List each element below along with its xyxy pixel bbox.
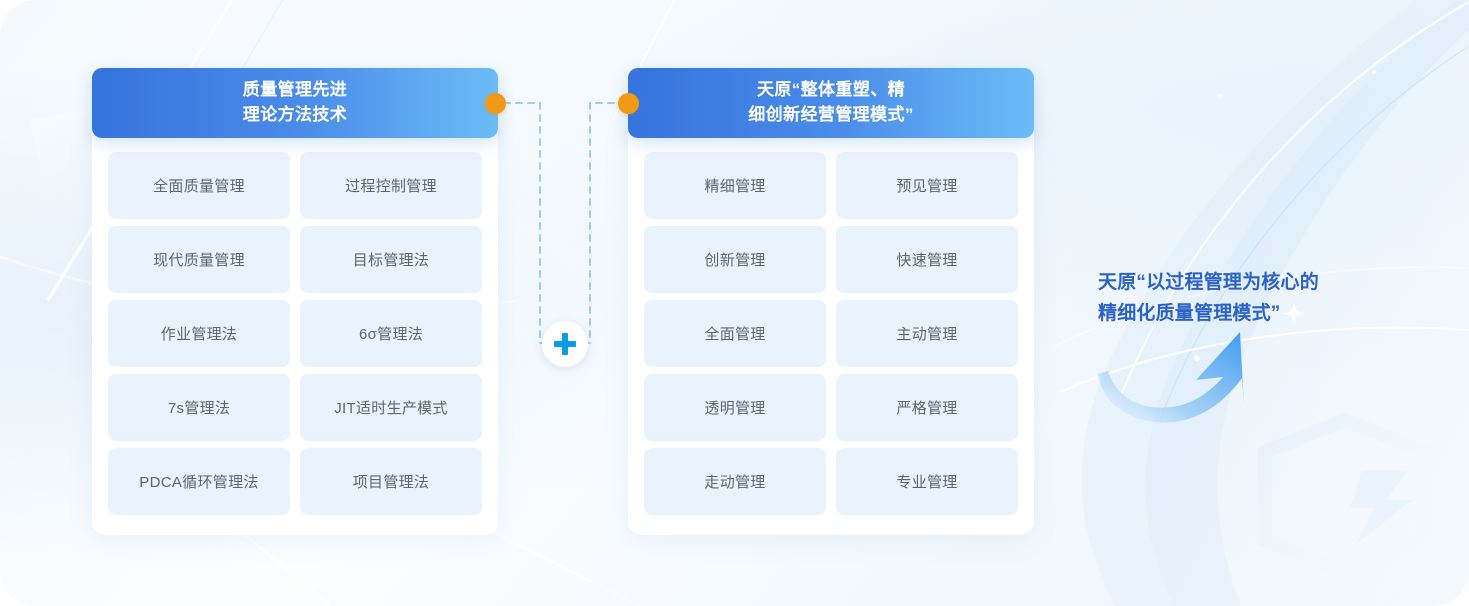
tile-item[interactable]: 专业管理 <box>836 448 1018 515</box>
tile-item[interactable]: 现代质量管理 <box>108 226 290 293</box>
tile-item[interactable]: 项目管理法 <box>300 448 482 515</box>
tile-item[interactable]: 全面管理 <box>644 300 826 367</box>
curved-arrow-up-right-icon <box>1092 322 1292 432</box>
tile-grid-right: 精细管理 预见管理 创新管理 快速管理 全面管理 主动管理 透明管理 严格管理 … <box>628 138 1034 531</box>
group-title-line-2: 理论方法技术 <box>242 105 348 124</box>
group-title-line-1: 质量管理先进 <box>242 80 348 100</box>
group-header-left: 质量管理先进 理论方法技术 <box>92 68 498 138</box>
connector-dot-icon <box>618 93 639 114</box>
tile-item[interactable]: JIT适时生产模式 <box>300 374 482 441</box>
result-caption-line-1: 天原“以过程管理为核心的 <box>1098 272 1319 293</box>
result-caption: 天原“以过程管理为核心的 精细化质量管理模式” <box>1098 268 1398 330</box>
corner-mask-top-left <box>0 0 34 34</box>
tile-item[interactable]: PDCA循环管理法 <box>108 448 290 515</box>
tile-item[interactable]: 快速管理 <box>836 226 1018 293</box>
group-title-line-2: 细创新经营管理模式” <box>748 105 914 124</box>
plus-icon <box>542 321 588 367</box>
group-tianyuan-model: 天原“整体重塑、精 细创新经营管理模式” 精细管理 预见管理 创新管理 快速管理… <box>628 68 1034 531</box>
tile-item[interactable]: 作业管理法 <box>108 300 290 367</box>
connector-dot-icon <box>485 93 506 114</box>
tile-item[interactable]: 主动管理 <box>836 300 1018 367</box>
tile-item[interactable]: 透明管理 <box>644 374 826 441</box>
tile-item[interactable]: 过程控制管理 <box>300 152 482 219</box>
tile-item[interactable]: 严格管理 <box>836 374 1018 441</box>
group-title-line-1: 天原“整体重塑、精 <box>756 80 906 100</box>
result-caption-line-2: 精细化质量管理模式” <box>1098 302 1281 324</box>
tile-item[interactable]: 走动管理 <box>644 448 826 515</box>
tile-item[interactable]: 目标管理法 <box>300 226 482 293</box>
tile-grid-left: 全面质量管理 过程控制管理 现代质量管理 目标管理法 作业管理法 6σ管理法 7… <box>92 138 498 531</box>
tile-item[interactable]: 7s管理法 <box>108 374 290 441</box>
tile-item[interactable]: 预见管理 <box>836 152 1018 219</box>
group-header-right: 天原“整体重塑、精 细创新经营管理模式” <box>628 68 1034 138</box>
tile-item[interactable]: 创新管理 <box>644 226 826 293</box>
tile-item[interactable]: 6σ管理法 <box>300 300 482 367</box>
corner-mask-bottom-left <box>0 572 34 606</box>
plus-icon-bar-vertical <box>562 333 568 355</box>
tile-item[interactable]: 全面质量管理 <box>108 152 290 219</box>
group-quality-theory: 质量管理先进 理论方法技术 全面质量管理 过程控制管理 现代质量管理 目标管理法… <box>92 68 498 531</box>
corner-mask-bottom-right <box>1435 572 1469 606</box>
tile-item[interactable]: 精细管理 <box>644 152 826 219</box>
